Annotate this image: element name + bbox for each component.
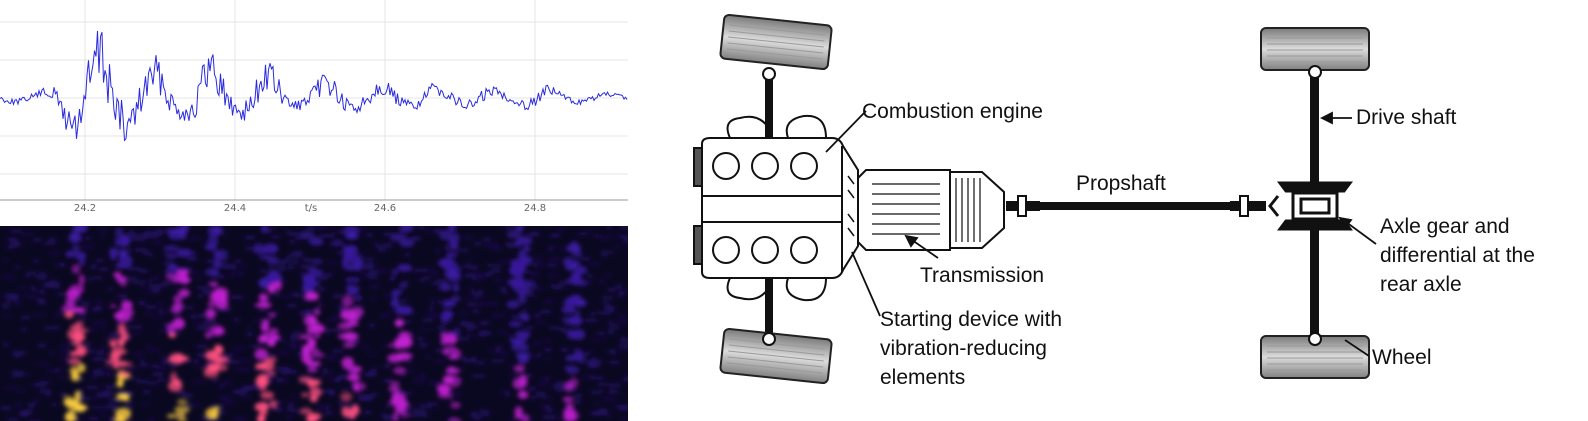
front-left-wheel — [719, 13, 833, 71]
drivetrain-diagram: Combustion engine Drive shaft Propshaft … — [693, 13, 1535, 389]
transmission-icon — [857, 169, 1005, 251]
rear-left-wheel — [1260, 27, 1370, 71]
x-tick-label-24-6: 24.6 — [374, 203, 396, 214]
label-transmission: Transmission — [920, 264, 1044, 287]
label-drive-shaft: Drive shaft — [1356, 106, 1457, 129]
axle-joint-icons — [762, 65, 1322, 346]
signal-analysis-panel: 24.2 24.4 t/s 24.6 24.8 — [0, 0, 628, 421]
propshaft — [1006, 195, 1266, 217]
spectrogram-image — [0, 226, 628, 421]
label-starting-device-line1: Starting device with — [880, 308, 1062, 331]
label-axle-gear-line1: Axle gear and — [1380, 215, 1510, 238]
label-axle-gear-line3: rear axle — [1380, 273, 1462, 296]
combustion-engine-icon — [693, 114, 859, 302]
label-wheel: Wheel — [1372, 346, 1432, 369]
x-tick-label-24-2: 24.2 — [74, 203, 96, 214]
x-tick-label-24-8: 24.8 — [524, 203, 546, 214]
differential-icon — [1268, 181, 1353, 231]
callout-leader-lines — [825, 110, 1377, 357]
label-axle-gear-line2: differential at the — [1380, 244, 1535, 267]
label-starting-device-line3: elements — [880, 366, 965, 389]
x-axis-unit-label: t/s — [305, 203, 318, 214]
label-propshaft: Propshaft — [1076, 172, 1166, 195]
label-starting-device-line2: vibration-reducing — [880, 337, 1047, 360]
vibration-waveform-plot: 24.2 24.4 t/s 24.6 24.8 — [0, 0, 628, 222]
label-combustion-engine: Combustion engine — [862, 100, 1043, 123]
front-right-wheel — [719, 327, 833, 385]
x-tick-label-24-4: 24.4 — [224, 203, 246, 214]
waveform-grid — [0, 0, 628, 200]
waveform-signal-line — [0, 30, 628, 142]
